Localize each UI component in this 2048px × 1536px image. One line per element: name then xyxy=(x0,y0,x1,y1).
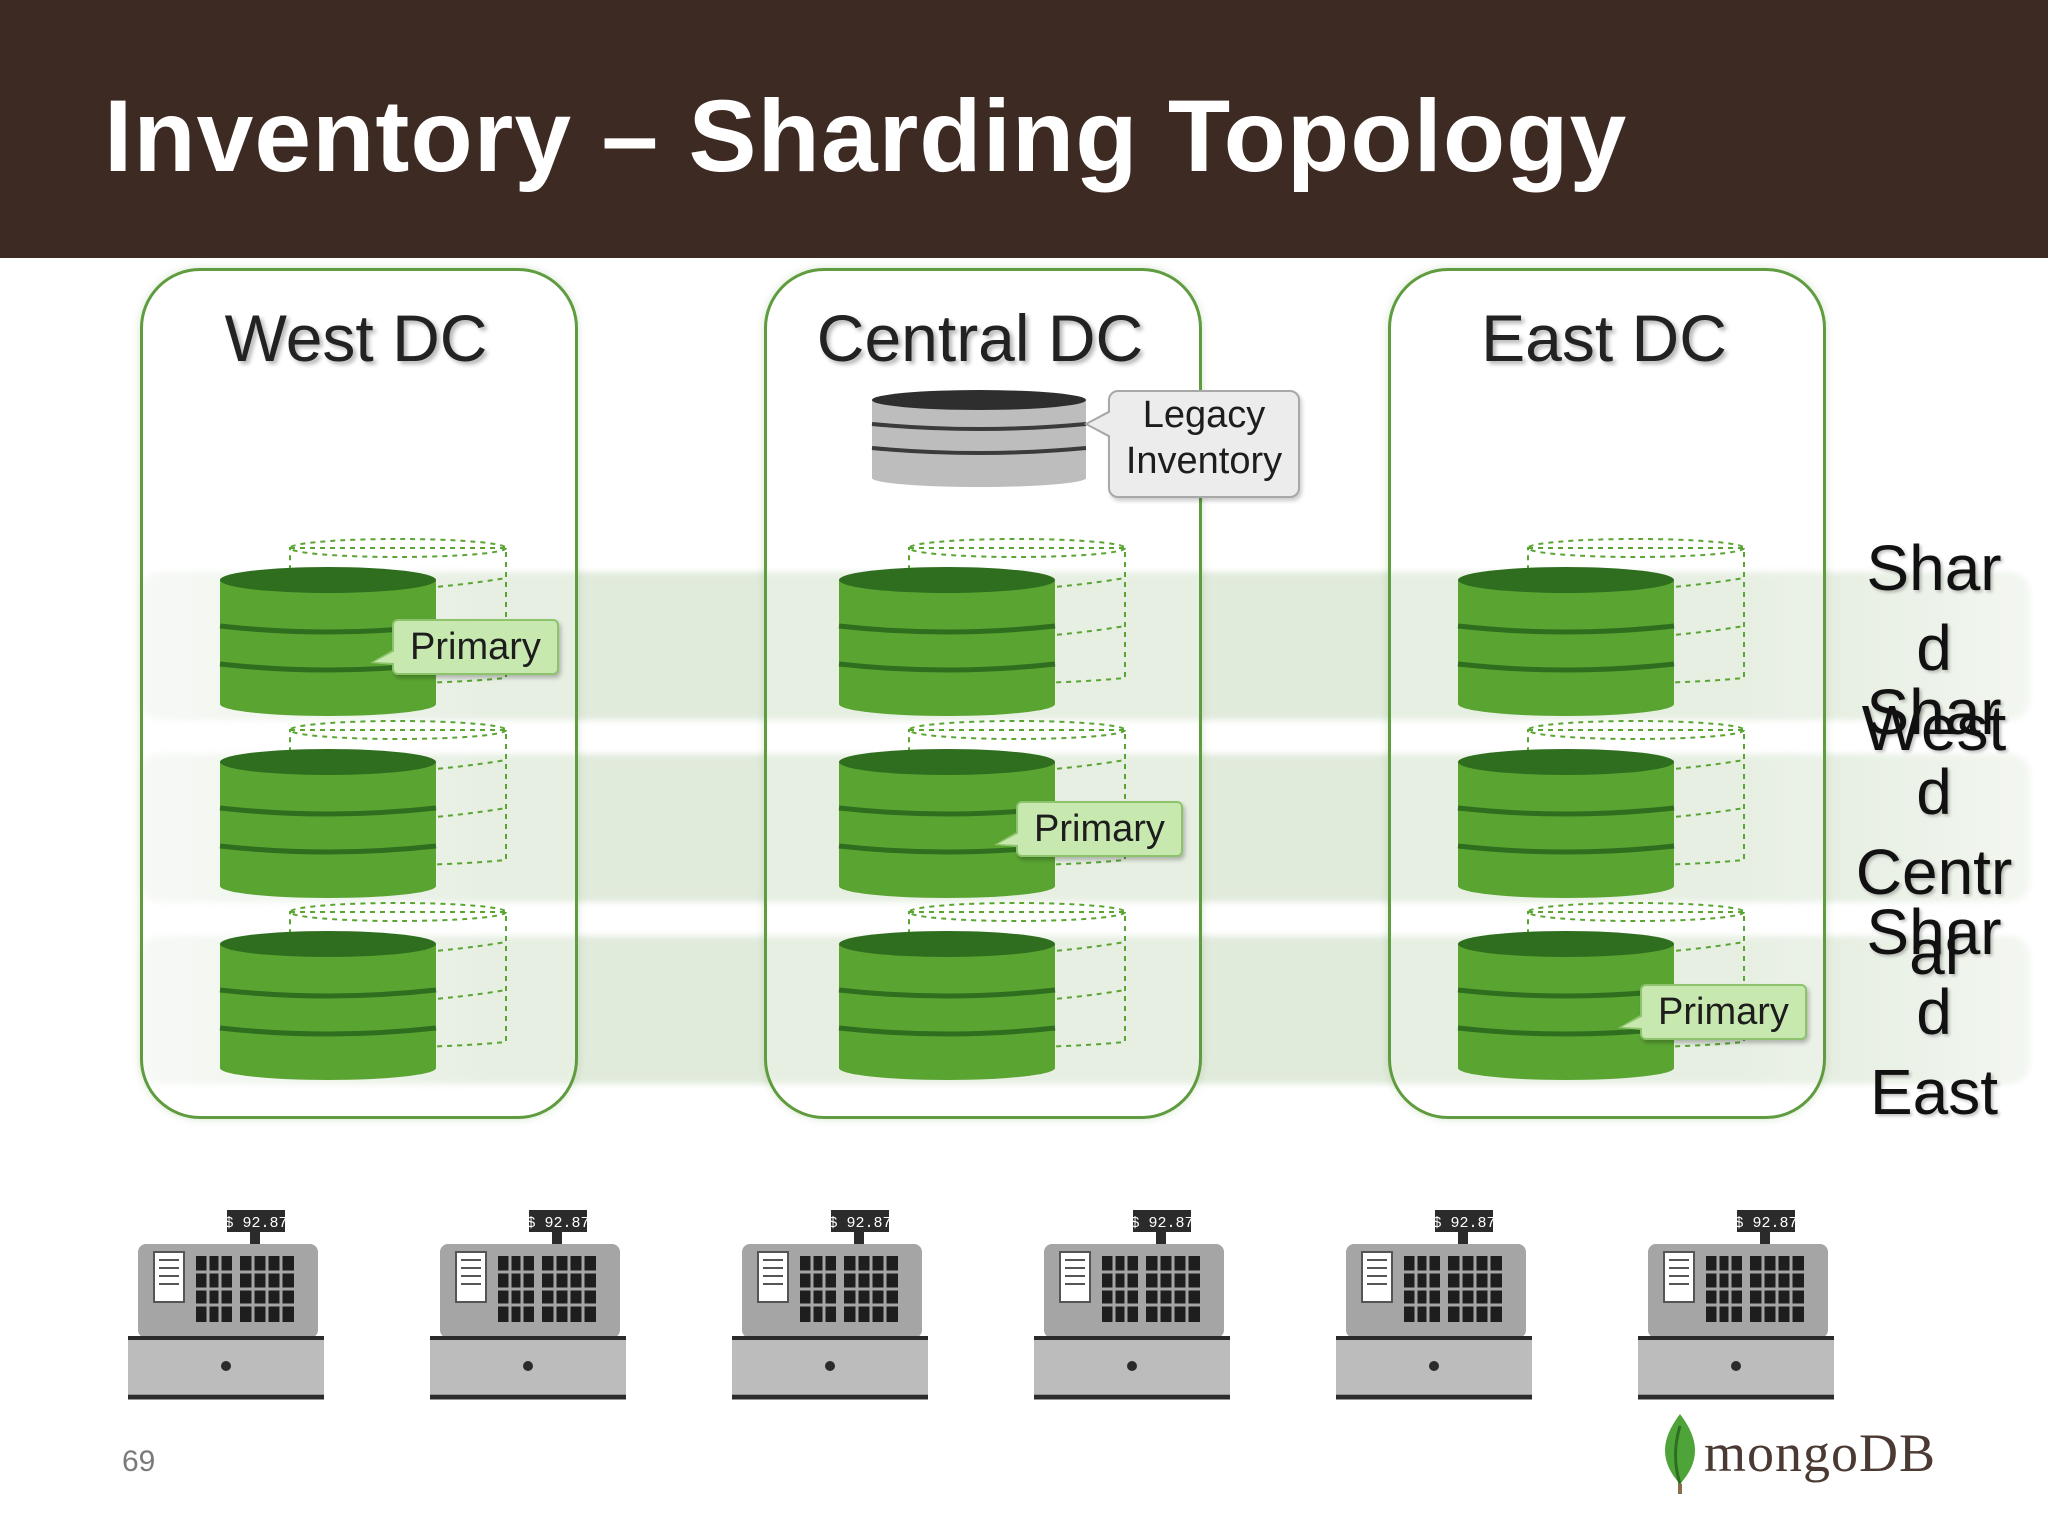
register-display-text: $ 92.87 xyxy=(1432,1215,1495,1232)
shard-east-label-line2: d xyxy=(1916,976,1952,1048)
legacy-callout-line2: Inventory xyxy=(1125,440,1283,482)
slide-title: Inventory – Sharding Topology xyxy=(104,79,1628,193)
shard-central-label-line3: Centr xyxy=(1855,836,2013,908)
database-east-shard-east-icon xyxy=(1457,902,1745,1080)
register-display-text: $ 92.87 xyxy=(224,1215,287,1232)
legacy-inventory-callout: Legacy Inventory xyxy=(1084,390,1300,498)
leaf-icon xyxy=(1665,1414,1695,1494)
database-west-shard-central-icon xyxy=(219,720,507,898)
shard-east-label-line1: Shar xyxy=(1866,896,2002,968)
west-dc-title: West DC xyxy=(224,301,488,375)
cash-register-icon: $ 92.87 xyxy=(430,1210,626,1400)
central-dc-title: Central DC xyxy=(816,301,1144,375)
shard-central-label-line4: al xyxy=(1909,916,1959,988)
database-central-shard-west-icon xyxy=(838,538,1126,716)
shard-west-label-line3: West xyxy=(1861,692,2007,764)
shard-east-label-line3: East xyxy=(1869,1056,1999,1128)
cash-register-icon: $ 92.87 xyxy=(1034,1210,1230,1400)
register-display-text: $ 92.87 xyxy=(526,1215,589,1232)
primary-callout-west: Primary xyxy=(370,619,559,675)
cash-register-icon: $ 92.87 xyxy=(128,1210,324,1400)
shard-central-label: Shar d Centr al xyxy=(1844,672,2024,992)
database-east-shard-central-icon xyxy=(1457,720,1745,898)
east-dc-title: East DC xyxy=(1481,301,1727,375)
legacy-callout-line1: Legacy xyxy=(1142,394,1266,436)
database-west-shard-east-icon xyxy=(219,902,507,1080)
cash-register-icon: $ 92.87 xyxy=(1638,1210,1834,1400)
register-display-text: $ 92.87 xyxy=(1734,1215,1797,1232)
mongodb-logo: mongoDB xyxy=(1658,1408,1958,1500)
page-number: 69 xyxy=(122,1445,156,1478)
primary-callout-east: Primary xyxy=(1618,984,1807,1040)
register-display-text: $ 92.87 xyxy=(828,1215,891,1232)
shard-west-label-line1: Shar xyxy=(1866,532,2002,604)
shard-central-label-line2: d xyxy=(1916,756,1952,828)
legacy-inventory-database-icon xyxy=(871,390,1087,487)
shard-central-label-line1: Shar xyxy=(1866,676,2002,748)
database-east-shard-west-icon xyxy=(1457,538,1745,716)
shard-east-label: Shar d East xyxy=(1844,892,2024,1132)
logo-wordmark: mongoDB xyxy=(1704,1423,1937,1483)
title-bar: Inventory – Sharding Topology xyxy=(0,0,2048,258)
shard-west-label: Shar d West xyxy=(1844,528,2024,768)
primary-callout-central: Primary xyxy=(994,801,1183,857)
register-display-text: $ 92.87 xyxy=(1130,1215,1193,1232)
cash-register-icon: $ 92.87 xyxy=(1336,1210,1532,1400)
shard-west-label-line2: d xyxy=(1916,612,1952,684)
cash-register-icon: $ 92.87 xyxy=(732,1210,928,1400)
database-central-shard-east-icon xyxy=(838,902,1126,1080)
